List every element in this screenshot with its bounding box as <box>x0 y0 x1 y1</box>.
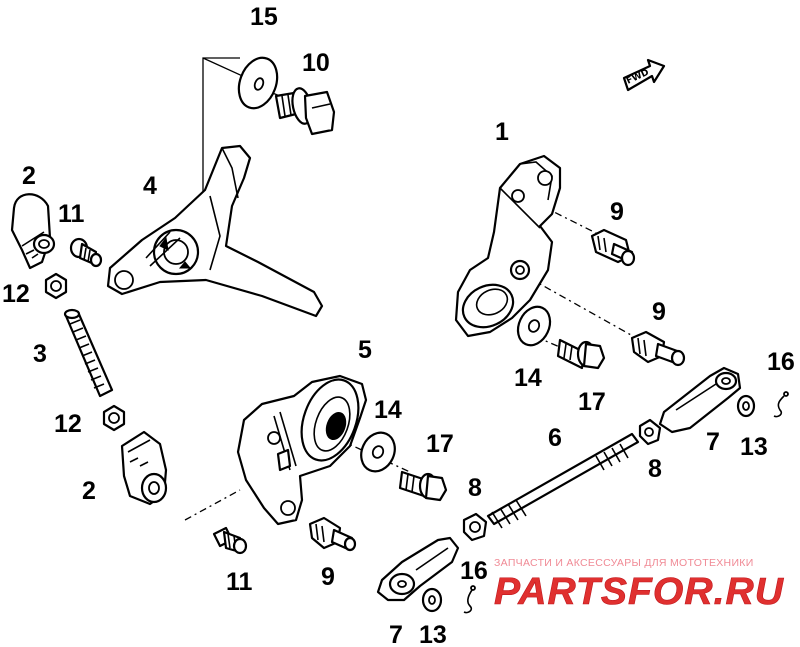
callout-13-left: 13 <box>419 621 447 647</box>
part-5-cam-plate <box>236 374 368 526</box>
part-7-rod-end-right <box>658 366 742 434</box>
callout-9-upper: 9 <box>610 198 624 226</box>
callout-2-top: 2 <box>22 162 36 190</box>
watermark: ЗАПЧАСТИ И АКСЕССУАРЫ ДЛЯ МОТОТЕХНИКИ PA… <box>494 557 785 613</box>
callout-9-middle: 9 <box>652 298 666 326</box>
callout-17-upper: 17 <box>578 388 606 416</box>
part-9-pin-a <box>590 228 636 267</box>
callout-14-lower: 14 <box>374 396 402 424</box>
part-9-pin-b <box>630 330 686 367</box>
part-12-nut-bottom <box>102 404 126 432</box>
part-2-joint-top <box>10 193 56 270</box>
callout-16-left: 16 <box>460 557 488 585</box>
callout-11-bottom: 11 <box>226 568 253 596</box>
part-8-nut-left <box>462 512 488 542</box>
callouts: 15 10 1 2 11 4 9 12 3 9 5 14 16 17 14 12… <box>2 3 795 647</box>
callout-15: 15 <box>250 3 278 31</box>
callout-2-bottom: 2 <box>82 477 96 505</box>
callout-7-right: 7 <box>706 428 720 456</box>
part-17-bolt-bottom <box>398 470 448 502</box>
part-11-bolt-top <box>69 237 103 268</box>
part-12-nut-top <box>44 272 68 300</box>
part-13-washer-left <box>421 587 443 613</box>
part-7-rod-end-left <box>376 536 460 602</box>
part-13-washer-right <box>736 394 756 418</box>
part-14-washer-bottom <box>360 431 396 473</box>
callout-14-upper: 14 <box>514 364 542 392</box>
callout-16-right: 16 <box>767 348 795 376</box>
part-10-bolt <box>274 87 336 136</box>
callout-1: 1 <box>495 118 509 146</box>
callout-7-left: 7 <box>389 621 403 647</box>
part-9-pin-c <box>308 516 357 552</box>
callout-8-left: 8 <box>468 474 482 502</box>
part-14-washer-top <box>516 305 552 347</box>
part-4-bracket <box>106 144 324 318</box>
watermark-logo: PARTSFOR.RU <box>494 571 785 613</box>
part-11-bolt-bottom <box>212 526 248 555</box>
part-16-clip-right <box>773 391 789 418</box>
watermark-tagline: ЗАПЧАСТИ И АКСЕССУАРЫ ДЛЯ МОТОТЕХНИКИ <box>494 557 754 569</box>
callout-10: 10 <box>302 49 330 77</box>
part-1-arm <box>454 154 562 338</box>
part-3-threaded-rod <box>63 308 114 398</box>
part-16-clip-left <box>463 585 476 614</box>
callout-11-top: 11 <box>58 200 85 228</box>
callout-6: 6 <box>548 424 562 452</box>
part-15-washer <box>237 56 279 110</box>
callout-12-bottom: 12 <box>54 410 82 438</box>
callout-9-lower: 9 <box>321 563 335 591</box>
part-8-nut-right <box>638 418 662 446</box>
callout-8-right: 8 <box>648 455 662 483</box>
axis-bolt-11b <box>184 489 241 521</box>
part-17-bolt-top <box>556 338 606 370</box>
callout-13-right: 13 <box>740 433 768 461</box>
callout-5: 5 <box>358 336 372 364</box>
part-6-control-rod <box>486 432 640 529</box>
part-2-joint-bottom <box>120 430 168 506</box>
callout-12-top: 12 <box>2 280 30 308</box>
callout-17-lower: 17 <box>426 430 454 458</box>
callout-4: 4 <box>143 172 157 200</box>
fwd-arrow-icon: FWD <box>622 58 666 92</box>
callout-3: 3 <box>33 340 47 368</box>
